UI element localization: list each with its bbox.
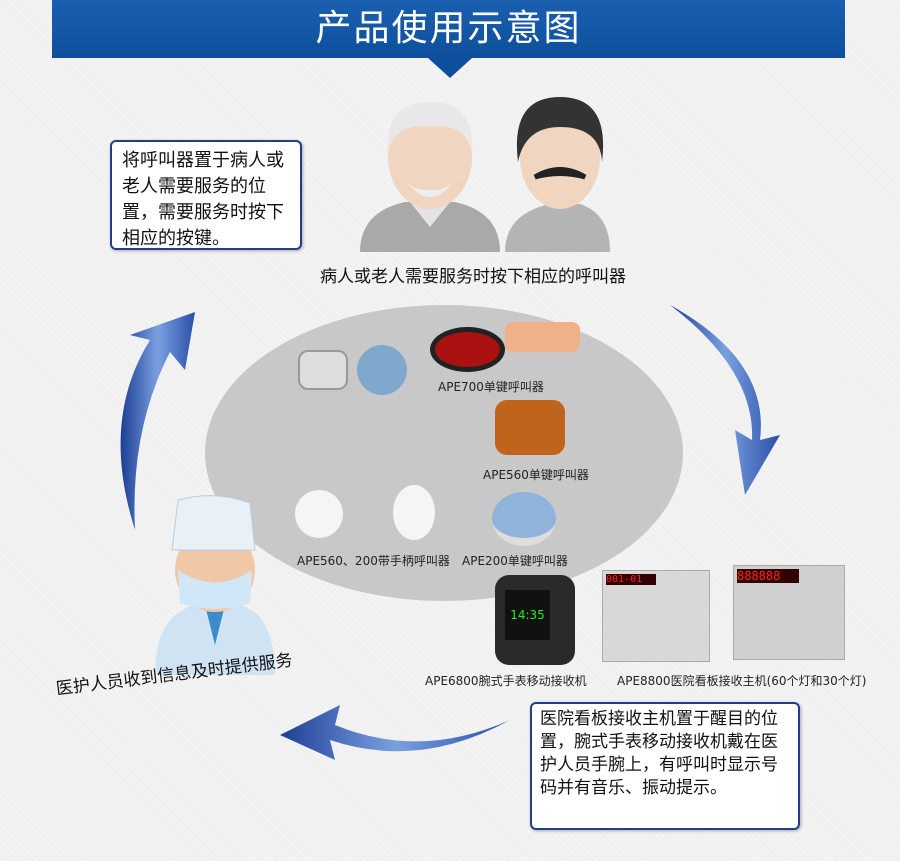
board-60: 001-01 <box>602 570 710 662</box>
page-title: 产品使用示意图 <box>52 0 845 58</box>
handle-button-1 <box>295 490 343 538</box>
handle-label: APE560、200带手柄呼叫器 <box>297 554 450 568</box>
ape700-device <box>430 327 505 372</box>
patients-illustration <box>360 97 610 252</box>
banner-notch <box>428 58 472 78</box>
arrow-left-up <box>120 312 195 530</box>
watch-time: 14:35 <box>505 590 550 640</box>
board-label: APE8800医院看板接收主机(60个灯和30个灯) <box>617 674 867 688</box>
pressing-hand <box>505 322 580 352</box>
bottom-note: 医院看板接收主机置于醒目的位置，腕式手表移动接收机戴在医护人员手腕上，有呼叫时显… <box>530 702 800 830</box>
board-30: 888888 <box>733 565 845 660</box>
ape700-label: APE700单键呼叫器 <box>438 380 544 394</box>
ape200-label: APE200单键呼叫器 <box>462 554 568 568</box>
watch-device: 14:35 <box>495 575 575 665</box>
handle-button-2 <box>393 485 435 540</box>
ape560-handle-device <box>298 350 348 390</box>
arrow-right-down <box>670 305 780 495</box>
ape200-handle-device <box>357 345 407 395</box>
board-60-display: 001-01 <box>606 574 656 585</box>
watch-label: APE6800腕式手表移动接收机 <box>425 674 587 688</box>
ape200-device <box>492 492 556 546</box>
patients-caption: 病人或老人需要服务时按下相应的呼叫器 <box>320 267 626 287</box>
top-note: 将呼叫器置于病人或老人需要服务的位置，需要服务时按下相应的按键。 <box>110 140 302 250</box>
doctor-illustration <box>155 495 275 675</box>
ape560-label: APE560单键呼叫器 <box>483 468 589 482</box>
board-30-display: 888888 <box>737 569 799 583</box>
arrow-bottom-left <box>280 705 510 760</box>
ape560-device <box>495 400 565 455</box>
